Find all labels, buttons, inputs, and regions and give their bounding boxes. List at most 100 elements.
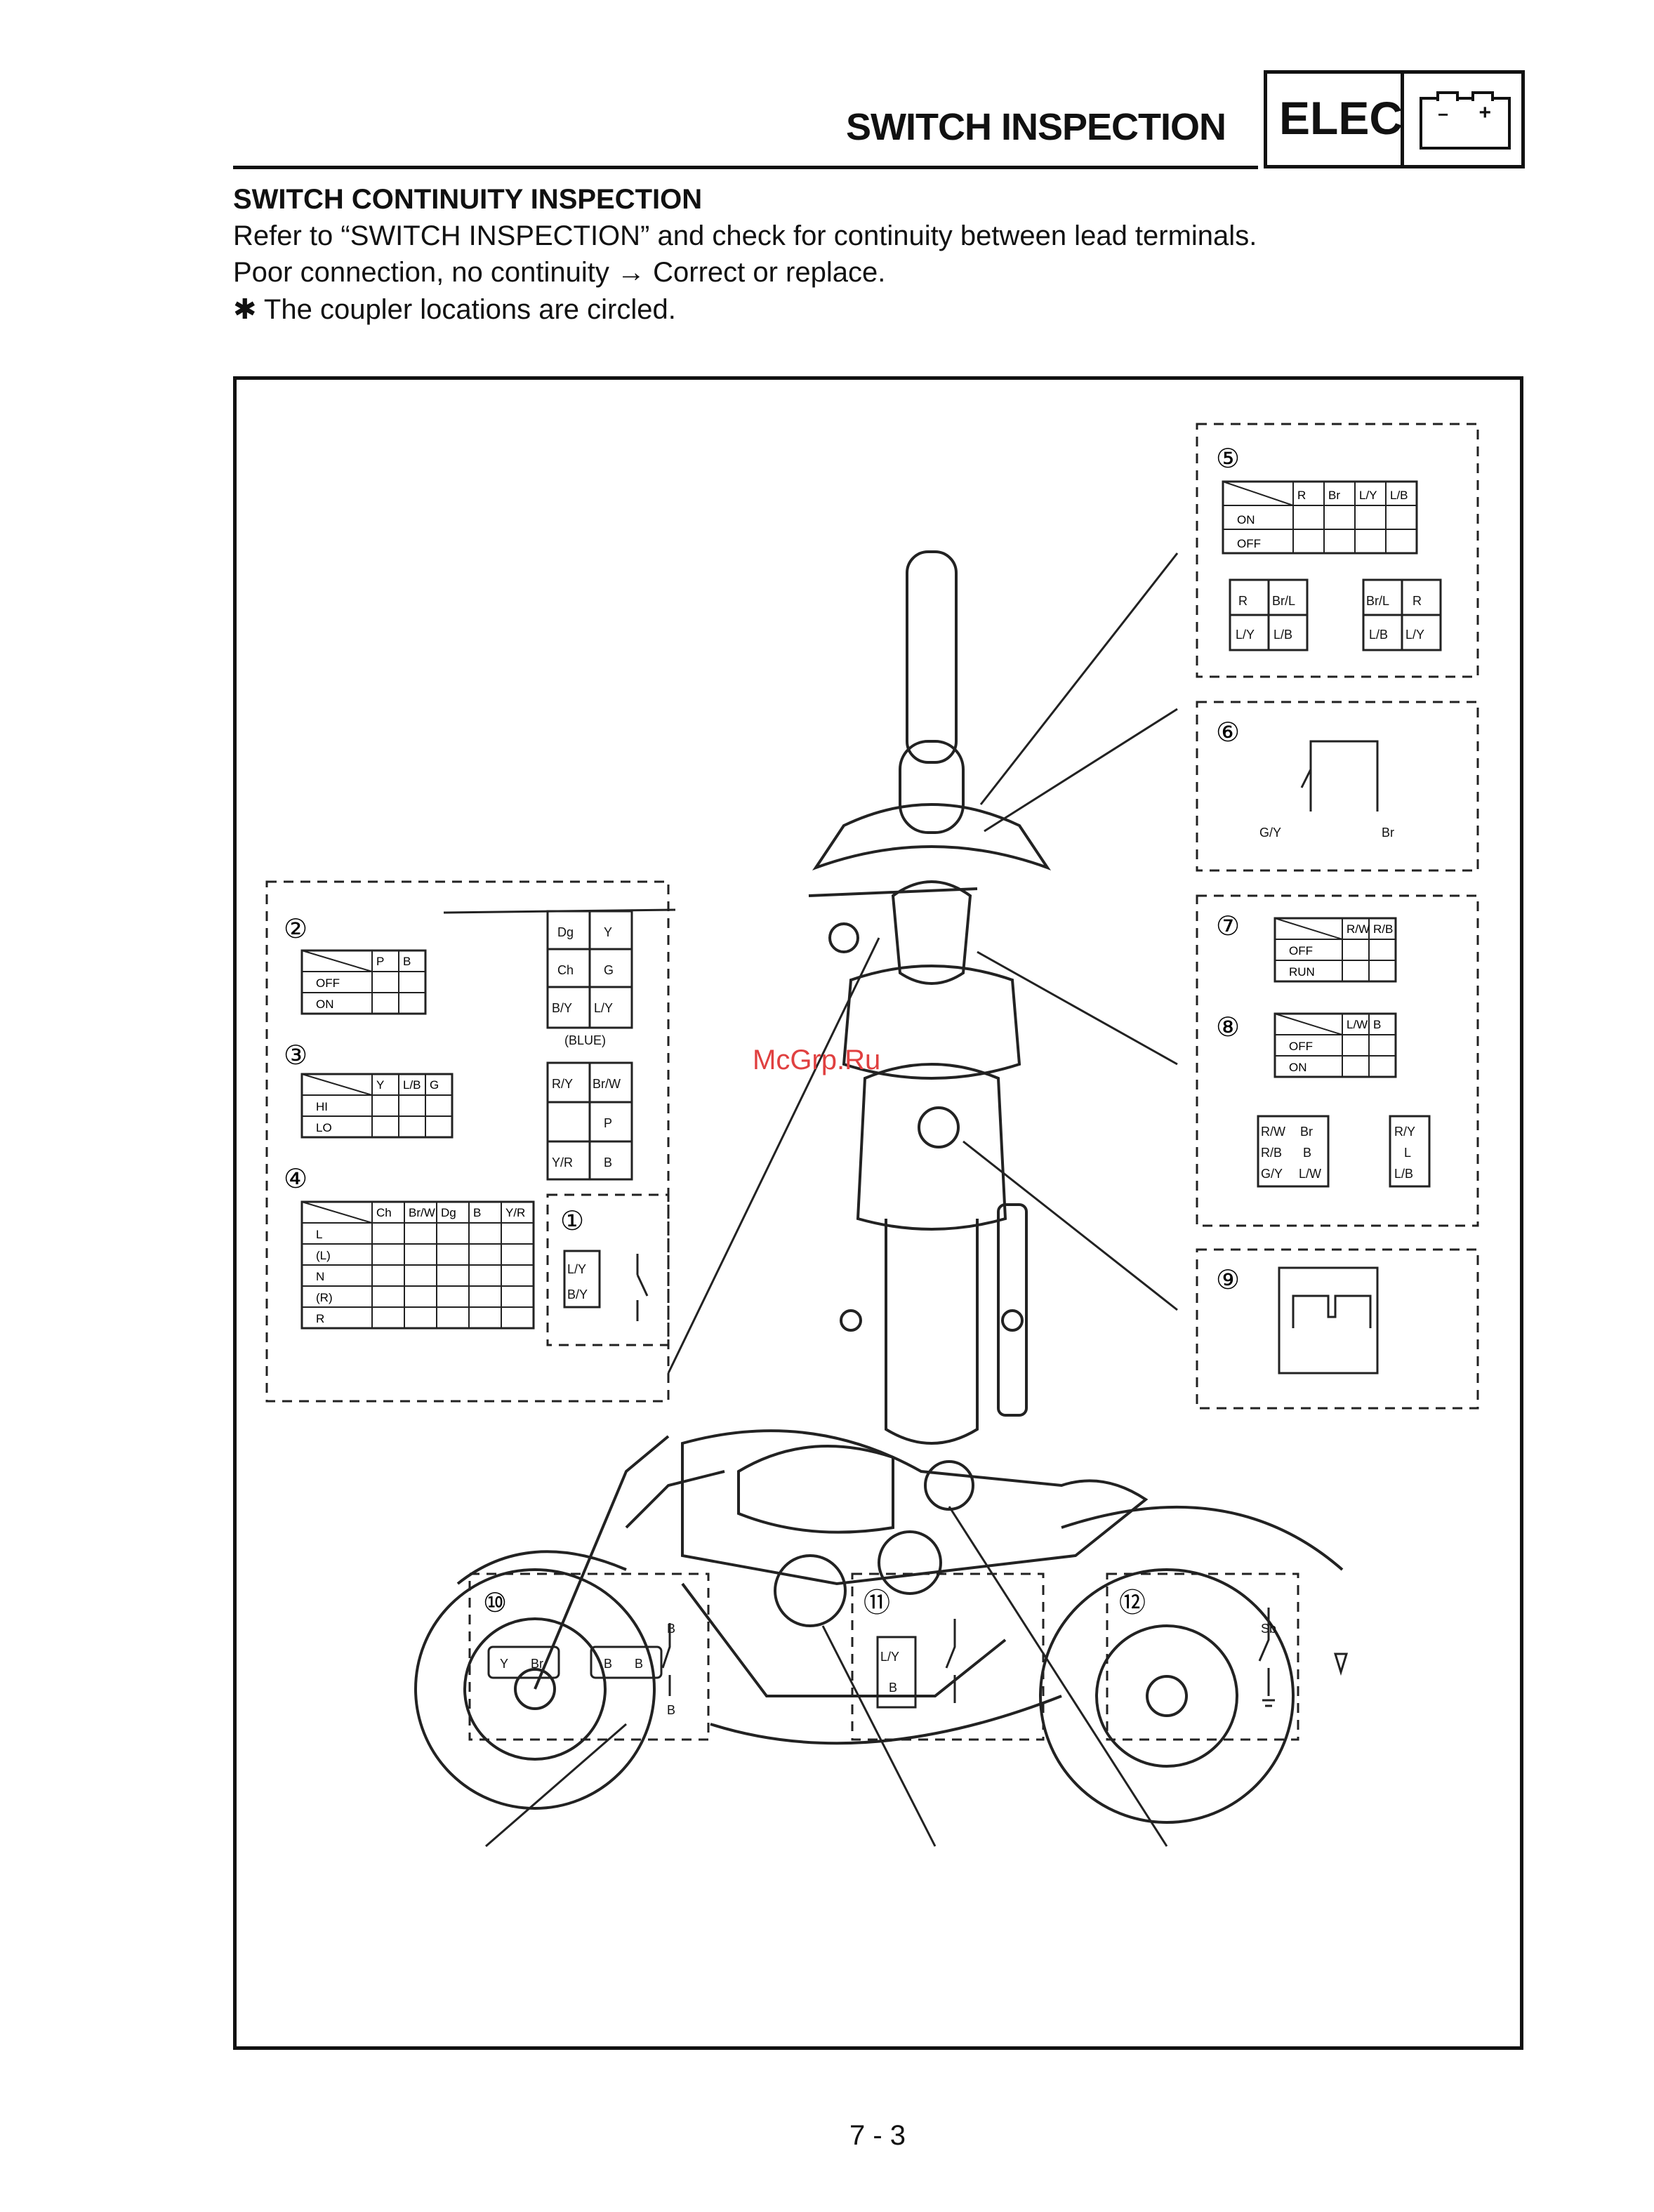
table-row-label: LO — [316, 1121, 332, 1134]
table-column-header: R/W — [1347, 922, 1370, 936]
watermark: McGrp.Ru — [753, 1045, 881, 1075]
coupler-3-pin-3: P — [604, 1116, 612, 1130]
table-row-label: ON — [1237, 513, 1255, 526]
callout-12: ⑫ — [1119, 1589, 1146, 1618]
coupler-2-pin-4: G — [604, 963, 614, 977]
coupler-8a-pin-3: R/B — [1261, 1146, 1282, 1160]
table-column-header: B — [1373, 1018, 1381, 1031]
table-row-label: N — [316, 1270, 324, 1283]
coupler-3-pin-5: B — [604, 1155, 612, 1170]
intro-line-2: Poor connection, no continuity → Correct… — [233, 257, 886, 288]
coupler-1-pin-1: L/Y — [567, 1262, 586, 1276]
coupler-5b-pin-2: R — [1412, 594, 1422, 608]
coupler-2-pin-1: Dg — [557, 925, 574, 939]
battery-icon: − + — [1420, 91, 1511, 150]
leader-lines — [443, 552, 1179, 1848]
coupler-10a-pin-2: Br — [531, 1657, 543, 1671]
callout-11: ⑪ — [864, 1589, 890, 1618]
coupler-5b-pin-1: Br/L — [1366, 594, 1389, 608]
continuity-table-8: L/W B OFF ON — [1273, 1012, 1397, 1078]
table-row-label: ON — [1289, 1061, 1307, 1074]
switch-symbols — [636, 740, 1379, 1707]
coupler-8a-pin-1: R/W — [1261, 1125, 1285, 1139]
detail-box-11 — [851, 1572, 1045, 1741]
coupler-5b-pin-3: L/B — [1369, 628, 1388, 642]
table-column-header: B — [473, 1206, 481, 1219]
table-column-header: L/W — [1347, 1018, 1368, 1031]
table-column-header: L/Y — [1359, 489, 1377, 502]
coupler-8a-pin-6: L/W — [1299, 1167, 1321, 1181]
badge-divider — [1401, 70, 1404, 168]
table-row-label: OFF — [1289, 944, 1313, 958]
detail-box-9 — [1196, 1248, 1479, 1410]
table-row-label: OFF — [316, 976, 340, 990]
intro-line-1: Refer to “SWITCH INSPECTION” and check f… — [233, 220, 1257, 251]
table-row-label: L — [316, 1228, 322, 1241]
header-rule — [233, 166, 1258, 169]
coupler-10b-pin-1: B — [604, 1657, 612, 1671]
coupler-11-pin-1: L/Y — [880, 1650, 899, 1664]
table-column-header: Dg — [441, 1206, 456, 1219]
coupler-2-pin-5: B/Y — [552, 1001, 572, 1015]
table-row-label: RUN — [1289, 965, 1315, 979]
battery-post-negative — [1436, 91, 1459, 101]
coupler-5a-pin-2: Br/L — [1272, 594, 1295, 608]
coupler-5a-pin-4: L/B — [1273, 628, 1292, 642]
callout-4: ④ — [284, 1165, 307, 1194]
table-row-label: (R) — [316, 1291, 333, 1304]
figure-frame — [233, 376, 1523, 2050]
coupler-10b-pin-2: B — [635, 1657, 643, 1671]
switch-10-wire-top: B — [667, 1622, 675, 1636]
coupler-8a-pin-4: B — [1303, 1146, 1311, 1160]
detail-boxes — [265, 423, 1479, 1741]
motorcycle-top-view — [808, 550, 1052, 1445]
coupler-2-pin-3: Ch — [557, 963, 574, 977]
callout-1: ① — [560, 1207, 584, 1236]
section-badge — [1264, 70, 1525, 168]
coupler-5a-pin-3: L/Y — [1236, 628, 1255, 642]
callout-7: ⑦ — [1216, 912, 1240, 941]
callout-5: ⑤ — [1216, 444, 1240, 474]
detail-box-6 — [1196, 701, 1479, 872]
table-column-header: B — [403, 955, 411, 968]
table-column-header: R/B — [1373, 922, 1393, 936]
coupler-10a-pin-1: Y — [500, 1657, 508, 1671]
table-column-header: P — [376, 955, 384, 968]
callout-numbers: ⑤ ⑥ ⑦ ⑧ ⑨ ② ③ ④ ① ⑩ ⑪ ⑫ — [284, 444, 1240, 1618]
coupler-8b-pin-1: R/Y — [1394, 1125, 1415, 1139]
coupler-3-pin-1: R/Y — [552, 1077, 573, 1091]
coupler-2-pin-2: Y — [604, 925, 612, 939]
table-row-label: OFF — [1237, 537, 1261, 550]
detail-box-5 — [1196, 423, 1479, 678]
battery-post-positive — [1471, 91, 1494, 101]
coupler-2-pin-6: L/Y — [594, 1001, 613, 1015]
section-badge-label: ELEC — [1279, 92, 1403, 144]
table-row-label: OFF — [1289, 1040, 1313, 1053]
table-row-label: ON — [316, 998, 334, 1011]
table-column-header: Br — [1328, 489, 1340, 502]
coupler-5b-pin-4: L/Y — [1405, 628, 1424, 642]
section-heading: SWITCH CONTINUITY INSPECTION — [233, 184, 703, 215]
coupler-2-color-note: (BLUE) — [564, 1033, 606, 1047]
coupler-6-wire-1: G/Y — [1259, 826, 1281, 840]
coupler-8a-pin-2: Br — [1300, 1125, 1313, 1139]
couplers: R Br/L L/Y L/B Br/L R L/B L/Y Dg Y Ch G … — [487, 578, 1442, 1717]
coupler-11-pin-2: B — [889, 1681, 897, 1695]
callout-10: ⑩ — [483, 1589, 507, 1618]
coupler-8b-pin-2: L — [1404, 1146, 1411, 1160]
detail-box-10 — [468, 1572, 710, 1741]
coupler-8a-pin-5: G/Y — [1261, 1167, 1283, 1181]
detail-box-12 — [1106, 1572, 1299, 1741]
switch-10-wire-bottom: B — [667, 1703, 675, 1717]
coupler-3-pin-4: Y/R — [552, 1155, 573, 1170]
coupler-3-pin-2: Br/W — [593, 1077, 621, 1091]
callout-8: ⑧ — [1216, 1013, 1240, 1042]
table-column-header: Ch — [376, 1206, 392, 1219]
table-row-label: HI — [316, 1100, 328, 1113]
